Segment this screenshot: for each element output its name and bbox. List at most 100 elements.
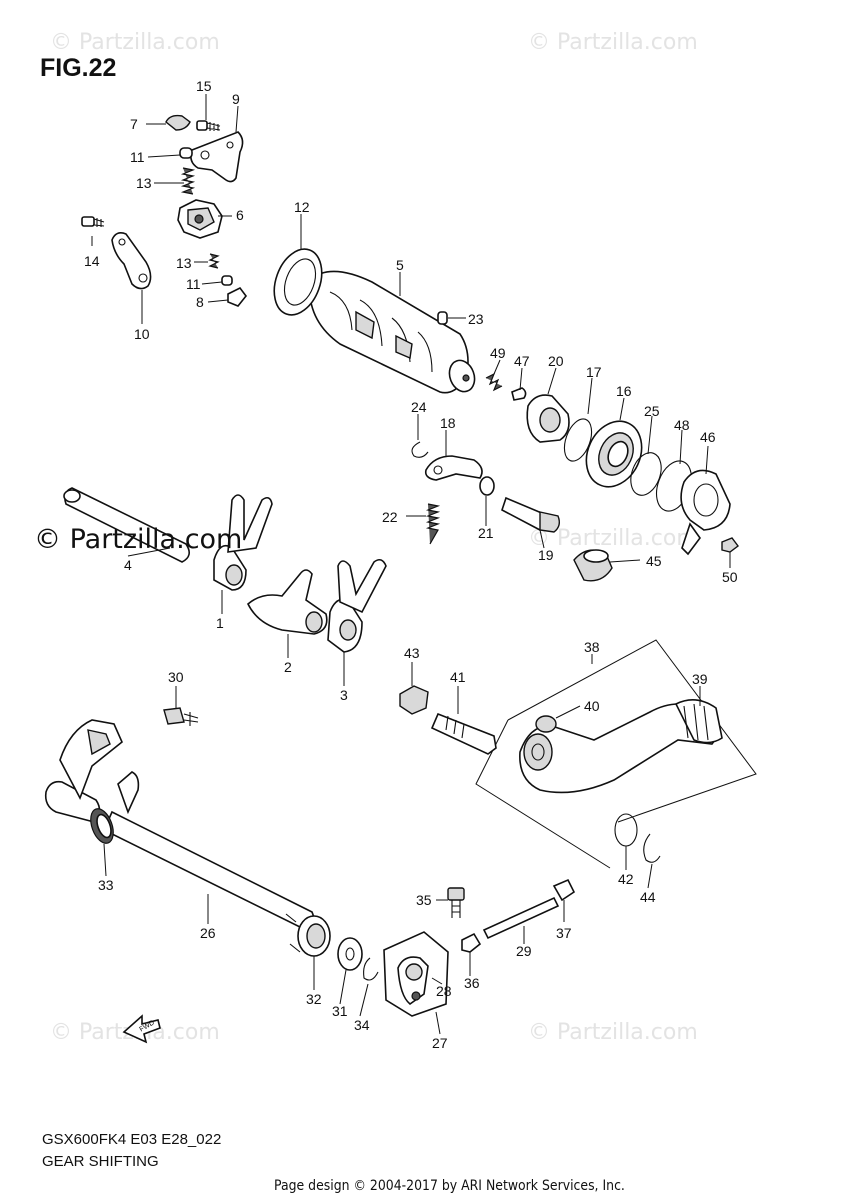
tie-rod-29 <box>482 896 560 940</box>
callout-36: 36 <box>464 975 480 991</box>
callout-24: 24 <box>411 399 427 415</box>
spring-13 <box>180 167 196 195</box>
stopper-lever-10 <box>111 232 152 290</box>
cam-driven-gear-6 <box>177 199 223 239</box>
washer-31-hole <box>345 947 355 961</box>
bolt-43 <box>399 685 429 715</box>
callout-13b: 13 <box>176 255 192 271</box>
callout-26: 26 <box>200 925 216 941</box>
callout-38: 38 <box>584 639 600 655</box>
bolt-50 <box>721 537 739 553</box>
screw-15 <box>196 120 221 131</box>
bolt-30 <box>163 707 199 726</box>
spring-13b <box>208 253 220 269</box>
callout-27: 27 <box>432 1035 448 1051</box>
lever-bolt-41 <box>430 712 497 755</box>
callout-12: 12 <box>294 199 310 215</box>
callout-11b: 11 <box>186 276 201 292</box>
bolt-19 <box>501 496 561 533</box>
forward-direction-arrow: FWD <box>122 1014 161 1044</box>
watermark: © Partzilla.com <box>50 30 220 55</box>
callout-21: 21 <box>478 525 494 541</box>
callout-7: 7 <box>130 116 138 132</box>
brand-watermark: © Partzilla.com <box>34 524 243 555</box>
circlip-34 <box>363 957 379 981</box>
page-credit: Page design © 2004-2017 by ARI Network S… <box>274 1178 625 1194</box>
callout-2: 2 <box>284 659 292 675</box>
watermark: © Partzilla.com <box>528 30 698 55</box>
callout-45: 45 <box>646 553 662 569</box>
cam-plate-20 <box>526 394 570 443</box>
callout-44: 44 <box>640 889 656 905</box>
callout-34: 34 <box>354 1017 370 1033</box>
callout-29: 29 <box>516 943 532 959</box>
callout-30: 30 <box>168 669 184 685</box>
callout-3: 3 <box>340 687 348 703</box>
watermark: © Partzilla.com <box>528 1020 698 1045</box>
cover-46 <box>680 469 731 556</box>
callout-42: 42 <box>618 871 634 887</box>
callout-4: 4 <box>124 557 132 573</box>
callout-13a: 13 <box>136 175 152 191</box>
washer-31 <box>337 937 363 971</box>
washer-21 <box>479 476 495 496</box>
callout-numbers: 1 2 3 4 5 6 7 8 9 10 11 11 12 13 13 14 1… <box>84 78 738 1051</box>
callout-23: 23 <box>468 311 484 327</box>
callout-50: 50 <box>722 569 738 585</box>
bush-40 <box>535 715 557 733</box>
shift-shaft-26 <box>44 719 315 931</box>
callout-35: 35 <box>416 892 432 908</box>
drum-bearing-12 <box>273 248 323 316</box>
spring-49 <box>485 372 503 392</box>
pin-47 <box>511 387 527 401</box>
nut-37 <box>552 878 576 902</box>
callout-25: 25 <box>644 403 660 419</box>
cap-45 <box>573 549 613 582</box>
pin-23 <box>437 311 448 325</box>
gearshift-arm-27 <box>383 931 449 1017</box>
callout-20: 20 <box>548 353 564 369</box>
callout-22: 22 <box>382 509 398 525</box>
shift-fork-3 <box>327 558 387 653</box>
callout-33: 33 <box>98 877 114 893</box>
fork-shaft-4 <box>63 487 190 563</box>
callout-1: 1 <box>216 615 224 631</box>
pin-11b <box>221 275 233 286</box>
callout-49: 49 <box>490 345 506 361</box>
bolt-35 <box>447 887 465 918</box>
oil-seal-32 <box>285 913 331 957</box>
callout-17: 17 <box>586 364 602 380</box>
shift-fork-2 <box>247 569 328 635</box>
callout-16: 16 <box>616 383 632 399</box>
spring-22 <box>425 503 441 545</box>
callout-46: 46 <box>700 429 716 445</box>
bolt-head <box>165 114 191 131</box>
cam-drum-5 <box>308 270 476 394</box>
nut-36 <box>461 932 482 953</box>
spring-33 <box>90 808 114 844</box>
leader-lines <box>91 94 731 1035</box>
callout-10: 10 <box>134 326 150 342</box>
screw-14 <box>81 216 105 227</box>
callout-8: 8 <box>196 294 204 310</box>
callout-5: 5 <box>396 257 404 273</box>
shift-fork-1 <box>213 494 273 591</box>
callout-14: 14 <box>84 253 100 269</box>
callout-31: 31 <box>332 1003 348 1019</box>
callout-15: 15 <box>196 78 212 94</box>
pin-11 <box>179 147 193 159</box>
circlip-24 <box>411 441 429 458</box>
callout-41: 41 <box>450 669 466 685</box>
circlip-44 <box>643 833 661 863</box>
callout-39: 39 <box>692 671 708 687</box>
callout-19: 19 <box>538 547 554 563</box>
figure-label: FIG.22 <box>40 54 117 82</box>
callout-9: 9 <box>232 91 240 107</box>
callout-18: 18 <box>440 415 456 431</box>
callout-6: 6 <box>236 207 244 223</box>
callout-43: 43 <box>404 645 420 661</box>
stopper-plate <box>190 131 244 183</box>
callout-32: 32 <box>306 991 322 1007</box>
stopper-arm-18 <box>424 455 483 481</box>
